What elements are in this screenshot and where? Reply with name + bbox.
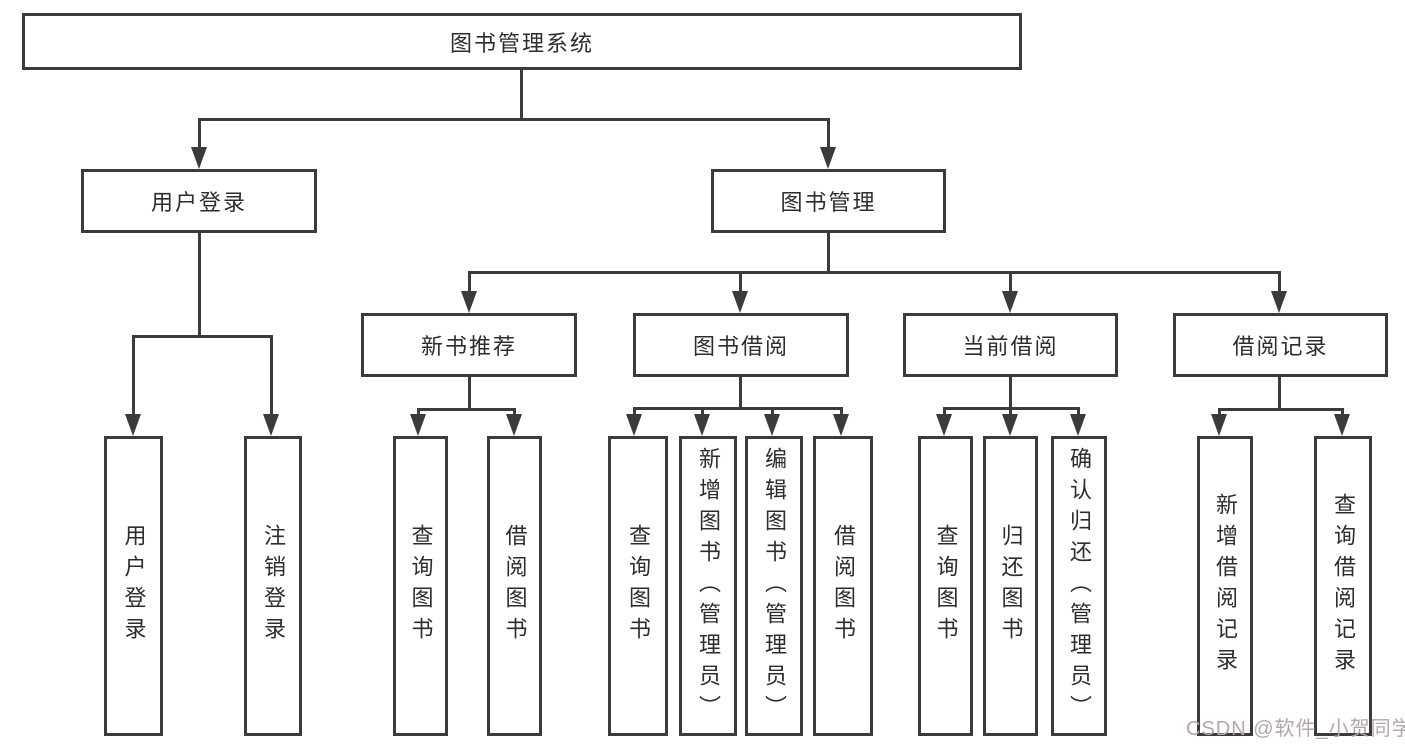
arrowhead-book-borrow	[732, 291, 748, 313]
connector-cb-confirm-drop	[1077, 407, 1080, 416]
node-nbr-borrow-book: 借阅图书	[487, 436, 542, 736]
arrowhead-cb-query	[936, 414, 952, 436]
arrowhead-logout	[263, 414, 279, 436]
node-user-login: 用户登录	[81, 169, 317, 233]
connector-bb-bar	[633, 407, 843, 410]
connector-bb-borrow-drop	[840, 407, 843, 416]
node-bb-edit-book-admin: 编辑图书（管理员）	[745, 436, 803, 736]
connector-br-add-drop	[1218, 408, 1221, 416]
arrowhead-bb-borrow	[833, 414, 849, 436]
connector-bb-stem	[739, 377, 742, 407]
connector-cb-stem	[1009, 377, 1012, 407]
arrowhead-current-borrow	[1002, 291, 1018, 313]
connector-root-stem	[520, 70, 523, 118]
arrowhead-login-leaf	[125, 414, 141, 436]
node-nbr-query-book: 查询图书	[393, 436, 448, 736]
connector-root-bar	[198, 118, 830, 121]
connector-borrow-records-drop	[1278, 271, 1281, 293]
connector-cb-query-drop	[943, 407, 946, 416]
node-bb-add-book-admin: 新增图书（管理员）	[679, 436, 737, 736]
connector-login-leaf-drop	[132, 335, 135, 415]
connector-book-mgmt-stem	[827, 233, 830, 271]
connector-current-borrow-drop	[1009, 271, 1012, 293]
node-bb-query-book: 查询图书	[608, 436, 668, 736]
connector-br-query-drop	[1341, 408, 1344, 416]
arrowhead-bb-edit	[764, 414, 780, 436]
connector-nbr-stem	[468, 377, 471, 408]
connector-nbr-borrow-drop	[513, 408, 516, 416]
node-logout: 注销登录	[244, 436, 302, 736]
arrowhead-book-mgmt	[820, 147, 836, 169]
arrowhead-nbr-borrow	[506, 414, 522, 436]
connector-user-login-drop	[198, 118, 201, 148]
connector-user-login-bar	[132, 335, 273, 338]
node-cb-query-book: 查询图书	[918, 436, 973, 736]
csdn-watermark: CSDN @软件_小贺同学	[1186, 718, 1405, 740]
node-book-management: 图书管理	[711, 169, 946, 233]
node-borrow-records: 借阅记录	[1173, 313, 1388, 377]
connector-user-login-stem	[198, 233, 201, 335]
node-current-borrow: 当前借阅	[903, 313, 1118, 377]
node-user-login-leaf: 用户登录	[104, 436, 163, 736]
arrowhead-borrow-records	[1271, 291, 1287, 313]
connector-nbr-query-drop	[417, 408, 420, 416]
arrowhead-br-query	[1334, 414, 1350, 436]
connector-br-stem	[1278, 377, 1281, 408]
connector-bb-edit-drop	[771, 407, 774, 416]
node-cb-return-book: 归还图书	[983, 436, 1038, 736]
node-bb-borrow-book: 借阅图书	[813, 436, 873, 736]
connector-br-bar	[1218, 408, 1344, 411]
arrowhead-cb-confirm	[1070, 414, 1086, 436]
connector-cb-return-drop	[1009, 407, 1012, 416]
connector-book-mgmt-bar	[468, 271, 1281, 274]
arrowhead-new-book	[461, 291, 477, 313]
arrowhead-br-add	[1211, 414, 1227, 436]
node-br-add-record: 新增借阅记录	[1197, 436, 1253, 736]
connector-bb-add-drop	[701, 407, 704, 416]
arrowhead-nbr-query	[410, 414, 426, 436]
connector-new-book-drop	[468, 271, 471, 293]
arrowhead-user-login	[191, 147, 207, 169]
node-br-query-record: 查询借阅记录	[1314, 436, 1372, 736]
connector-logout-drop	[270, 335, 273, 415]
connector-bb-query-drop	[633, 407, 636, 416]
connector-nbr-bar	[417, 408, 516, 411]
connector-book-borrow-drop	[739, 271, 742, 293]
node-new-book-recommend: 新书推荐	[361, 313, 577, 377]
node-root: 图书管理系统	[22, 13, 1022, 70]
node-book-borrow: 图书借阅	[633, 313, 849, 377]
node-cb-confirm-return-admin: 确认归还（管理员）	[1051, 436, 1107, 736]
arrowhead-bb-add	[694, 414, 710, 436]
connector-book-mgmt-drop	[827, 118, 830, 148]
arrowhead-bb-query	[626, 414, 642, 436]
arrowhead-cb-return	[1002, 414, 1018, 436]
